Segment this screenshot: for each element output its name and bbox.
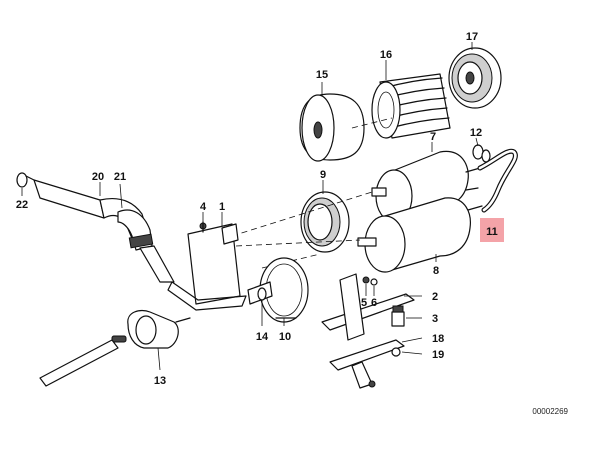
label-part-13[interactable]: 13: [154, 375, 166, 387]
alignment-lines: [231, 117, 393, 269]
part-3-rubber-mount[interactable]: [391, 305, 405, 327]
label-part-20[interactable]: 20: [92, 171, 104, 183]
leader-lines: [21, 42, 479, 371]
label-part-21[interactable]: 21: [114, 171, 126, 183]
label-part-2[interactable]: 2: [432, 291, 438, 303]
part-14-spacer[interactable]: [247, 281, 273, 305]
part-19-nut[interactable]: [368, 347, 401, 388]
label-part-10[interactable]: 10: [279, 331, 291, 343]
label-part-12[interactable]: 12: [470, 127, 482, 139]
label-part-3[interactable]: 3: [432, 313, 438, 325]
label-part-18[interactable]: 18: [432, 333, 444, 345]
part-13-damper[interactable]: [111, 309, 179, 349]
part-2-mount-plate[interactable]: [321, 273, 415, 341]
highlight-box-11: [480, 218, 504, 242]
lower-fuel-line: [39, 317, 191, 387]
part-9-rubber-ring[interactable]: [300, 191, 350, 253]
part-17-ring[interactable]: [448, 47, 502, 109]
label-part-15[interactable]: 15: [316, 69, 328, 81]
part-18-lower-bracket[interactable]: [329, 339, 405, 389]
label-part-5[interactable]: 5: [361, 297, 367, 309]
part-10-clamp-band[interactable]: [259, 257, 309, 323]
part-5-bolt[interactable]: [362, 276, 370, 284]
label-part-6[interactable]: 6: [371, 297, 377, 309]
part-4-screw[interactable]: [199, 221, 207, 233]
part-1-bracket[interactable]: [167, 223, 247, 311]
part-labels: 15 16 17 7 12 11 9 8 20 21 22 4 1 5 6 2 …: [16, 31, 498, 387]
part-11-hose[interactable]: [477, 148, 518, 213]
label-part-4[interactable]: 4: [200, 201, 207, 213]
label-part-7[interactable]: 7: [430, 131, 436, 143]
label-part-1[interactable]: 1: [219, 201, 225, 213]
label-part-17[interactable]: 17: [466, 31, 478, 43]
part-16-bellows[interactable]: [371, 73, 451, 139]
part-21-hose-boot[interactable]: [117, 209, 154, 251]
part-8-fuel-pump[interactable]: [357, 197, 483, 273]
part-12-clamp[interactable]: [472, 144, 491, 163]
label-part-22[interactable]: 22: [16, 199, 28, 211]
label-part-16[interactable]: 16: [380, 49, 392, 61]
label-part-11[interactable]: 11: [486, 226, 498, 238]
label-part-9[interactable]: 9: [320, 169, 326, 181]
part-22-clip[interactable]: [16, 172, 35, 188]
label-part-19[interactable]: 19: [432, 349, 444, 361]
part-15-drum[interactable]: [299, 93, 365, 162]
part-6-washer[interactable]: [370, 278, 378, 286]
label-part-8[interactable]: 8: [433, 265, 439, 277]
label-part-14[interactable]: 14: [256, 331, 269, 343]
return-pipe: [139, 245, 175, 283]
reference-code: 00002269: [532, 407, 568, 416]
